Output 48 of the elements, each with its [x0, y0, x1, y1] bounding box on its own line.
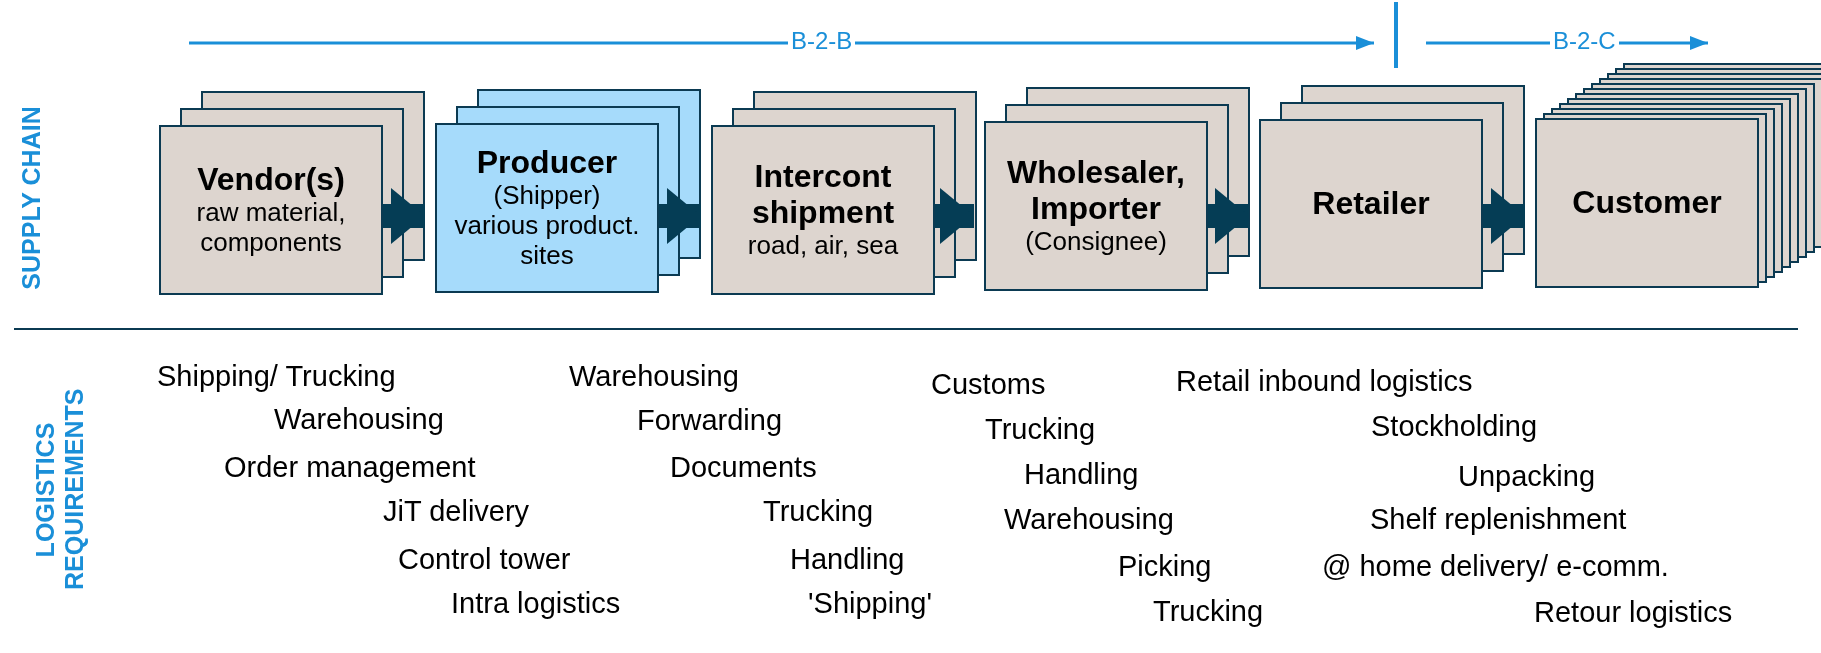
- requirement-text: Intra logistics: [451, 589, 621, 618]
- requirement-text: Shelf replenishment: [1370, 505, 1627, 534]
- box-heading: Intercont shipment: [750, 159, 896, 231]
- requirement-text: Picking: [1118, 552, 1212, 581]
- process-box: [435, 123, 659, 293]
- box-heading: Producer: [476, 145, 618, 182]
- section-label: SUPPLY CHAIN: [17, 105, 46, 292]
- process-box: [1535, 118, 1759, 288]
- section-label: LOGISTICS REQUIREMENTS: [31, 390, 89, 590]
- requirement-text: JiT delivery: [383, 497, 530, 526]
- box-heading: Customer: [1572, 185, 1722, 221]
- requirement-text: 'Shipping': [808, 589, 932, 618]
- box-text: (Shipper): [493, 181, 601, 211]
- requirement-text: Handling: [1024, 460, 1139, 489]
- requirement-text: Retail inbound logistics: [1176, 367, 1473, 396]
- block-arrow: [1483, 188, 1525, 244]
- box-text: (Consignee): [1025, 226, 1167, 257]
- block-arrow: [1208, 188, 1249, 244]
- process-box: [984, 121, 1208, 291]
- process-box: [159, 125, 383, 295]
- requirement-text: Handling: [790, 545, 905, 574]
- box-heading: Vendor(s): [197, 162, 345, 198]
- requirement-text: Warehousing: [1004, 505, 1174, 534]
- requirement-text: Customs: [931, 370, 1046, 399]
- requirement-text: Trucking: [985, 415, 1096, 444]
- requirement-text: Warehousing: [274, 405, 444, 434]
- process-box: [1259, 119, 1483, 289]
- block-arrow: [659, 188, 701, 244]
- requirement-text: Trucking: [1153, 597, 1264, 626]
- process-box: [711, 125, 935, 295]
- requirement-text: Shipping/ Trucking: [157, 362, 396, 391]
- requirement-text: Retour logistics: [1534, 598, 1733, 627]
- requirement-text: Documents: [670, 453, 817, 482]
- requirement-text: Unpacking: [1458, 462, 1596, 491]
- box-text: various product. sites: [453, 210, 641, 271]
- block-arrow: [383, 188, 425, 244]
- requirement-text: Trucking: [763, 497, 874, 526]
- requirement-text: Stockholding: [1371, 412, 1538, 441]
- requirement-text: Forwarding: [637, 406, 783, 435]
- requirement-text: @ home delivery/ e-comm.: [1322, 552, 1669, 581]
- requirement-text: Order management: [224, 453, 476, 482]
- box-heading: Retailer: [1312, 186, 1430, 222]
- block-arrow: [935, 188, 974, 244]
- box-text: raw material, components: [195, 198, 347, 258]
- box-heading: Wholesaler, Importer: [1006, 155, 1186, 227]
- requirement-text: Control tower: [398, 545, 571, 574]
- box-text: road, air, sea: [747, 230, 899, 261]
- requirement-text: Warehousing: [569, 362, 739, 391]
